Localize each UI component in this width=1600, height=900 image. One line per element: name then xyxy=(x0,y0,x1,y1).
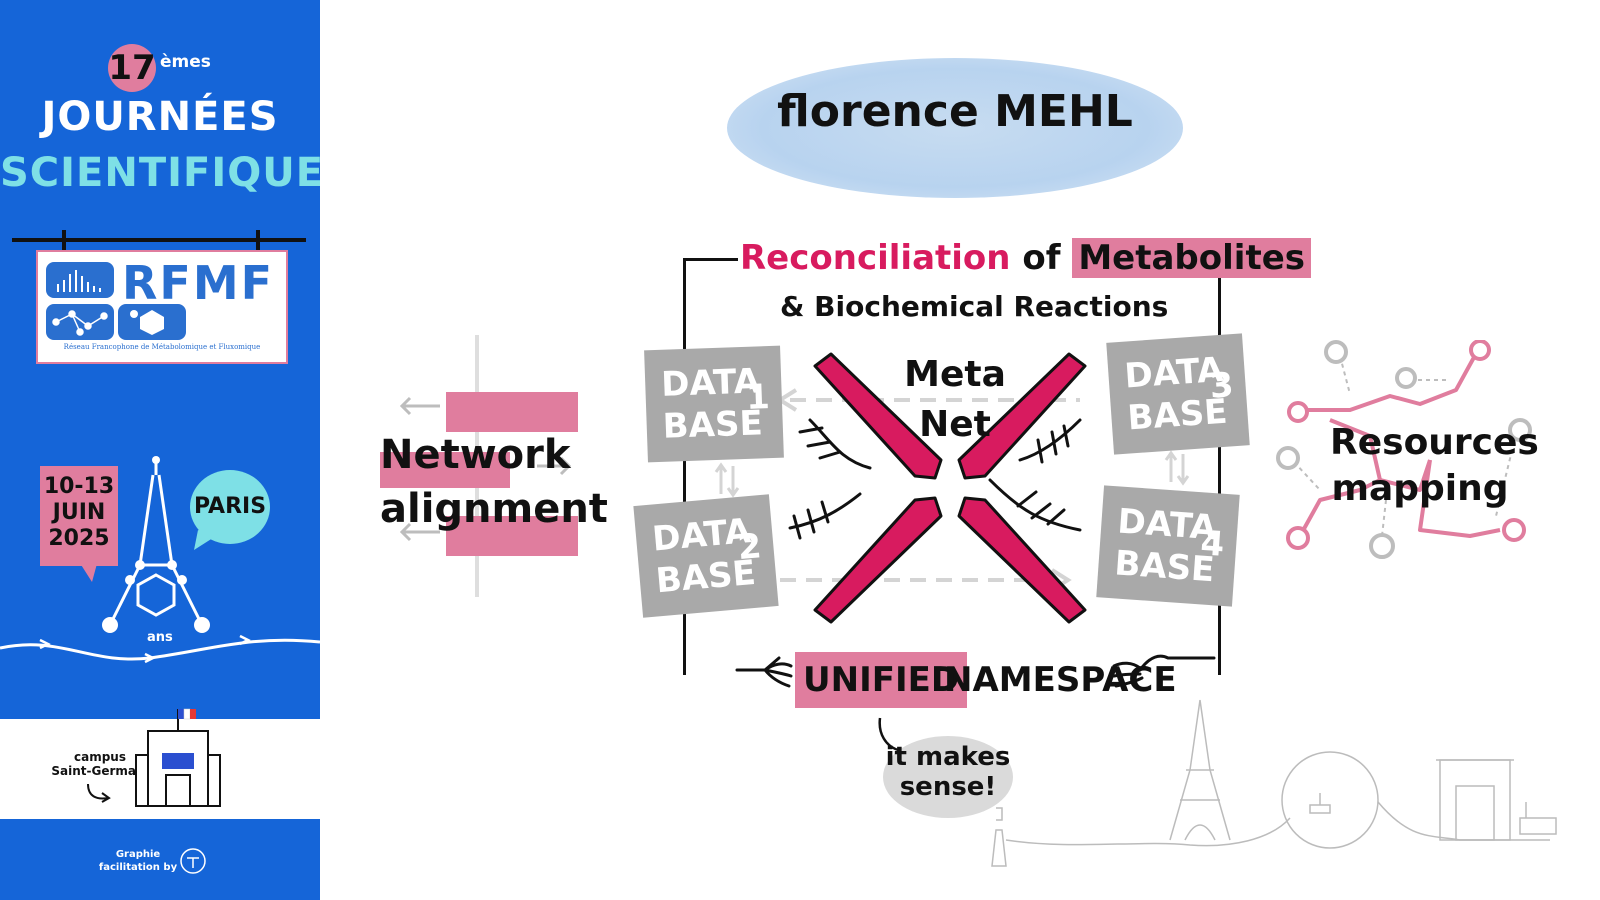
event-title-line2: SCIENTIFIQUES xyxy=(0,150,320,196)
left-hand-icon xyxy=(735,656,793,688)
credit-line1: Graphie xyxy=(115,849,161,860)
database-1: DATA BASE 1 xyxy=(644,345,784,463)
arrow-top-right xyxy=(957,352,1087,480)
campus-label: campus Saint-Germain xyxy=(50,750,150,778)
network-icon xyxy=(46,304,114,340)
date-tail-icon xyxy=(78,560,98,582)
city-badge-tail-icon xyxy=(194,530,216,550)
network-alignment-line2: alignment xyxy=(380,486,608,532)
speech-bubble xyxy=(883,736,1013,818)
title-of: of xyxy=(1022,238,1061,278)
facilitator-logo-icon xyxy=(180,848,206,874)
database-2-number: 2 xyxy=(736,526,764,569)
spectrum-icon-graphic xyxy=(57,270,101,292)
database-4-number: 4 xyxy=(1199,523,1226,565)
anniversary-suffix: ans xyxy=(147,630,173,645)
sign-rod xyxy=(12,238,306,242)
metanet-line1: Meta xyxy=(904,354,1006,395)
paris-sketch-illustration xyxy=(991,699,1557,867)
event-title-line1: JOURNÉES xyxy=(41,94,279,140)
arrow-bottom-left xyxy=(813,496,943,624)
campus-word: campus xyxy=(74,750,126,764)
edition-number: 17 xyxy=(108,44,156,92)
arrow-top-left xyxy=(813,352,943,480)
graphic-credit: Graphie facilitation by xyxy=(98,848,178,874)
rfmf-logo: RFMF Réseau Francophone de Métabolomique… xyxy=(36,250,288,364)
credit-line2: facilitation by xyxy=(98,862,178,873)
logo-wordmark: RFMF xyxy=(122,256,275,310)
title-metabolites: Metabolites xyxy=(1072,238,1311,278)
sign-hook-left xyxy=(62,230,66,250)
date-month: JUIN xyxy=(52,500,106,525)
logo-subtitle: Réseau Francophone de Métabolomique et F… xyxy=(63,343,261,351)
date-days: 10-13 xyxy=(43,474,115,499)
date-year: 2025 xyxy=(48,526,110,551)
speech-bubble-text: it makes sense! xyxy=(883,742,1013,802)
event-banner: 17 èmes JOURNÉES SCIENTIFIQUES xyxy=(0,0,320,900)
network-alignment-line1: Network xyxy=(380,432,571,478)
speaker-cloud xyxy=(727,58,1183,198)
edition-suffix: èmes xyxy=(160,52,211,72)
convergence-arrows xyxy=(813,352,1087,624)
alignment-bar-bottom xyxy=(446,516,578,556)
event-dates: 10-13 JUIN 2025 xyxy=(40,466,118,566)
network-alignment-label: Network alignment xyxy=(380,428,608,536)
resources-mapping-label: Resources mapping xyxy=(1330,420,1539,512)
sign-hook-right xyxy=(256,230,260,250)
speech-bubble-tail-icon xyxy=(878,717,899,752)
right-hand-icon xyxy=(1112,654,1216,688)
resource-network-icon xyxy=(1276,340,1532,559)
alignment-arrows-left-icon xyxy=(399,396,440,542)
arrow-bottom-right xyxy=(957,496,1087,624)
molecule-icon-graphic xyxy=(130,310,164,335)
eiffel-tower-icon xyxy=(102,456,210,633)
resources-mapping-line2: mapping xyxy=(1331,468,1509,509)
university-building-icon xyxy=(135,708,221,807)
spectrum-icon xyxy=(46,262,114,298)
curved-arrow-icon xyxy=(87,783,111,803)
unified-highlight: UNIFIED xyxy=(795,652,968,708)
resources-mapping-line1: Resources xyxy=(1330,422,1539,463)
bubble-line2: sense! xyxy=(899,772,997,802)
database-3-number: 3 xyxy=(1208,365,1235,407)
database-2: DATA BASE 2 xyxy=(633,494,779,618)
metanet-line2: Net xyxy=(919,404,991,445)
database-1-number: 1 xyxy=(745,377,771,418)
talk-title: Reconciliation of Metabolites xyxy=(740,238,1311,278)
banner-divider xyxy=(0,815,320,819)
metanet-label: Meta Net xyxy=(900,350,1010,450)
bubble-line1: it makes xyxy=(885,742,1011,772)
alignment-bar-middle xyxy=(380,452,510,488)
molecule-icon xyxy=(118,304,186,340)
wavy-line-icon xyxy=(0,634,320,664)
updown-arrows-right-icon xyxy=(1164,450,1190,486)
updown-arrows-left-icon xyxy=(714,462,740,498)
campus-name: Saint-Germain xyxy=(51,764,149,778)
speaker-name: florence MEHL xyxy=(777,86,1133,137)
talk-subtitle: & Biochemical Reactions xyxy=(780,290,1169,323)
network-icon-graphic xyxy=(52,310,108,336)
alignment-bar-top xyxy=(446,392,578,432)
title-reconciliation: Reconciliation xyxy=(740,238,1011,278)
alignment-arrow-right-icon xyxy=(537,456,572,476)
arrow-fletchings xyxy=(788,418,1082,540)
city-badge: PARIS xyxy=(190,470,270,544)
namespace-label: NAMESPACE xyxy=(944,660,1177,700)
